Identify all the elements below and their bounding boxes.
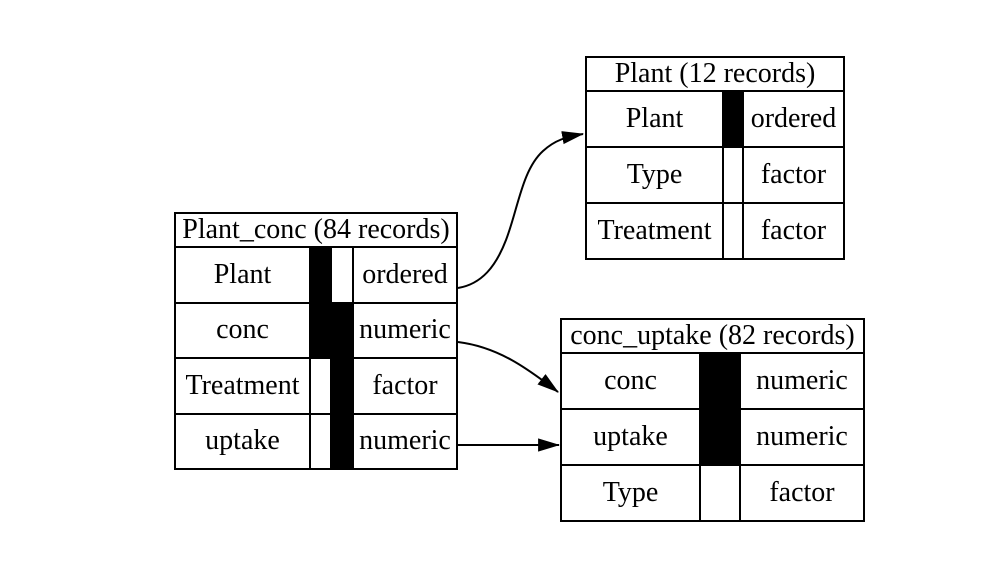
field-name: Treatment xyxy=(597,215,712,246)
field-row-conc: conc numeric xyxy=(176,301,456,357)
field-name: Treatment xyxy=(185,369,300,401)
field-type: numeric xyxy=(739,410,863,464)
field-name: conc xyxy=(604,365,657,396)
field-row-uptake: uptake numeric xyxy=(176,412,456,468)
field-type: factor xyxy=(739,466,863,520)
table-title: Plant_conc (84 records) xyxy=(176,214,456,248)
key-cell-filled xyxy=(699,410,739,464)
field-name: Type xyxy=(626,159,683,190)
key-cell-filled xyxy=(309,303,330,357)
field-row-treatment: Treatment factor xyxy=(176,357,456,413)
field-type: ordered xyxy=(352,248,456,302)
field-type: numeric xyxy=(352,303,456,357)
key-cell-filled xyxy=(330,414,352,468)
key-cell-empty xyxy=(309,359,330,413)
field-row-type: Type factor xyxy=(587,146,843,202)
field-name: uptake xyxy=(205,425,280,457)
field-name: Plant xyxy=(625,103,684,134)
field-row-treatment: Treatment factor xyxy=(587,202,843,258)
key-cell-empty xyxy=(722,148,742,202)
key-cell-empty xyxy=(722,204,742,258)
field-row-uptake: uptake numeric xyxy=(562,408,863,464)
field-name: Type xyxy=(602,477,659,508)
field-row-conc: conc numeric xyxy=(562,354,863,408)
table-plant-conc: Plant_conc (84 records) Plant ordered conc n… xyxy=(174,212,458,470)
key-cell-empty xyxy=(699,466,739,520)
key-cell-filled xyxy=(722,92,742,146)
table-title: Plant (12 records) xyxy=(587,58,843,92)
field-type: factor xyxy=(742,148,843,202)
key-cell-filled xyxy=(699,354,739,408)
field-type: ordered xyxy=(742,92,843,146)
table-title: conc_uptake (82 records) xyxy=(562,320,863,354)
field-row-plant: Plant ordered xyxy=(587,92,843,146)
field-row-plant: Plant ordered xyxy=(176,248,456,302)
relation-arrow xyxy=(457,341,559,393)
field-type: factor xyxy=(352,359,456,413)
field-type: factor xyxy=(742,204,843,258)
field-name: conc xyxy=(216,314,269,346)
field-type: numeric xyxy=(739,354,863,408)
field-name: uptake xyxy=(593,421,668,452)
field-row-type: Type factor xyxy=(562,464,863,520)
relation-arrow xyxy=(457,131,585,289)
key-cell-filled xyxy=(330,303,352,357)
key-cell-empty xyxy=(330,248,352,302)
field-name: Plant xyxy=(213,258,272,290)
field-type: numeric xyxy=(352,414,456,468)
key-cell-filled xyxy=(330,359,352,413)
key-cell-filled xyxy=(309,248,330,302)
key-cell-empty xyxy=(309,414,330,468)
